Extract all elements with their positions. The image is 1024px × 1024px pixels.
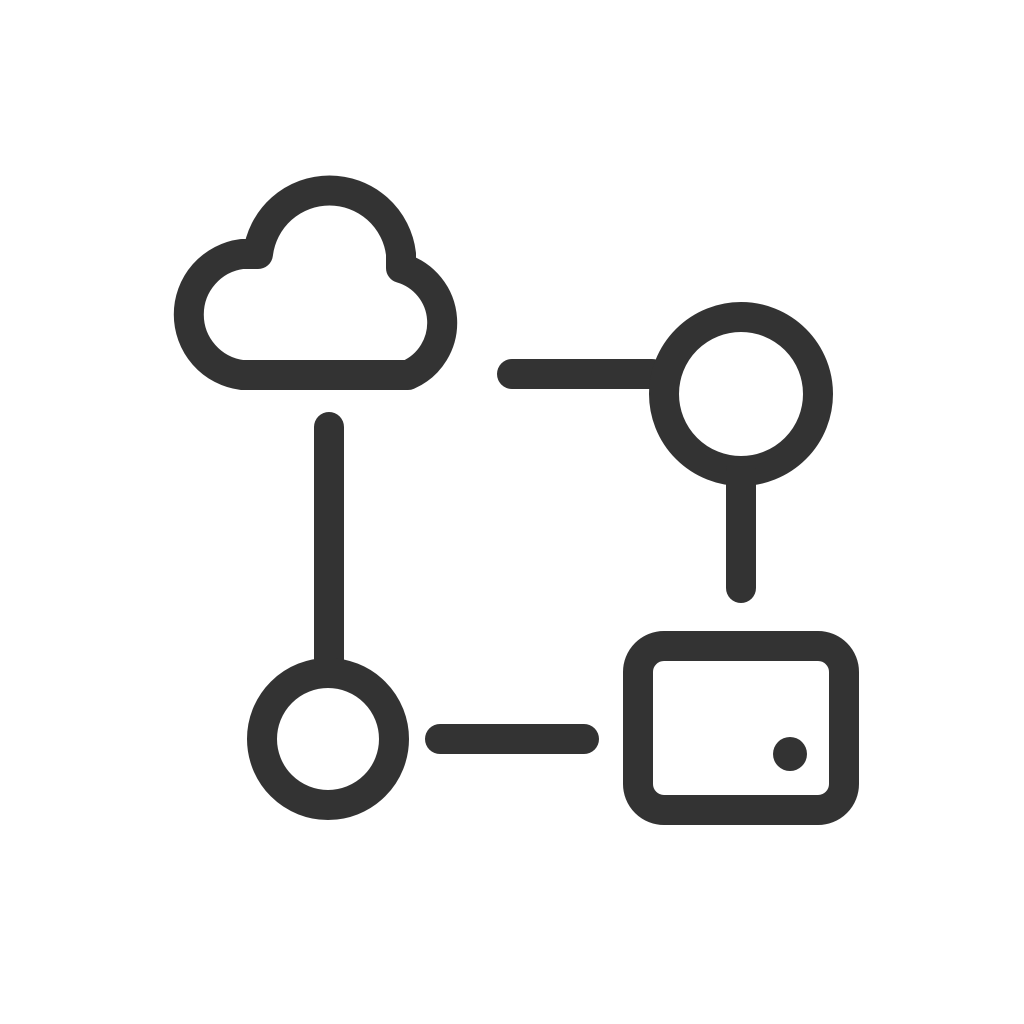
device-icon: [623, 631, 859, 825]
cloud-icon: [173, 175, 458, 390]
top-right-node-icon: [649, 302, 833, 486]
bottom-left-node-icon: [247, 658, 409, 820]
device-indicator-dot: [773, 737, 807, 771]
